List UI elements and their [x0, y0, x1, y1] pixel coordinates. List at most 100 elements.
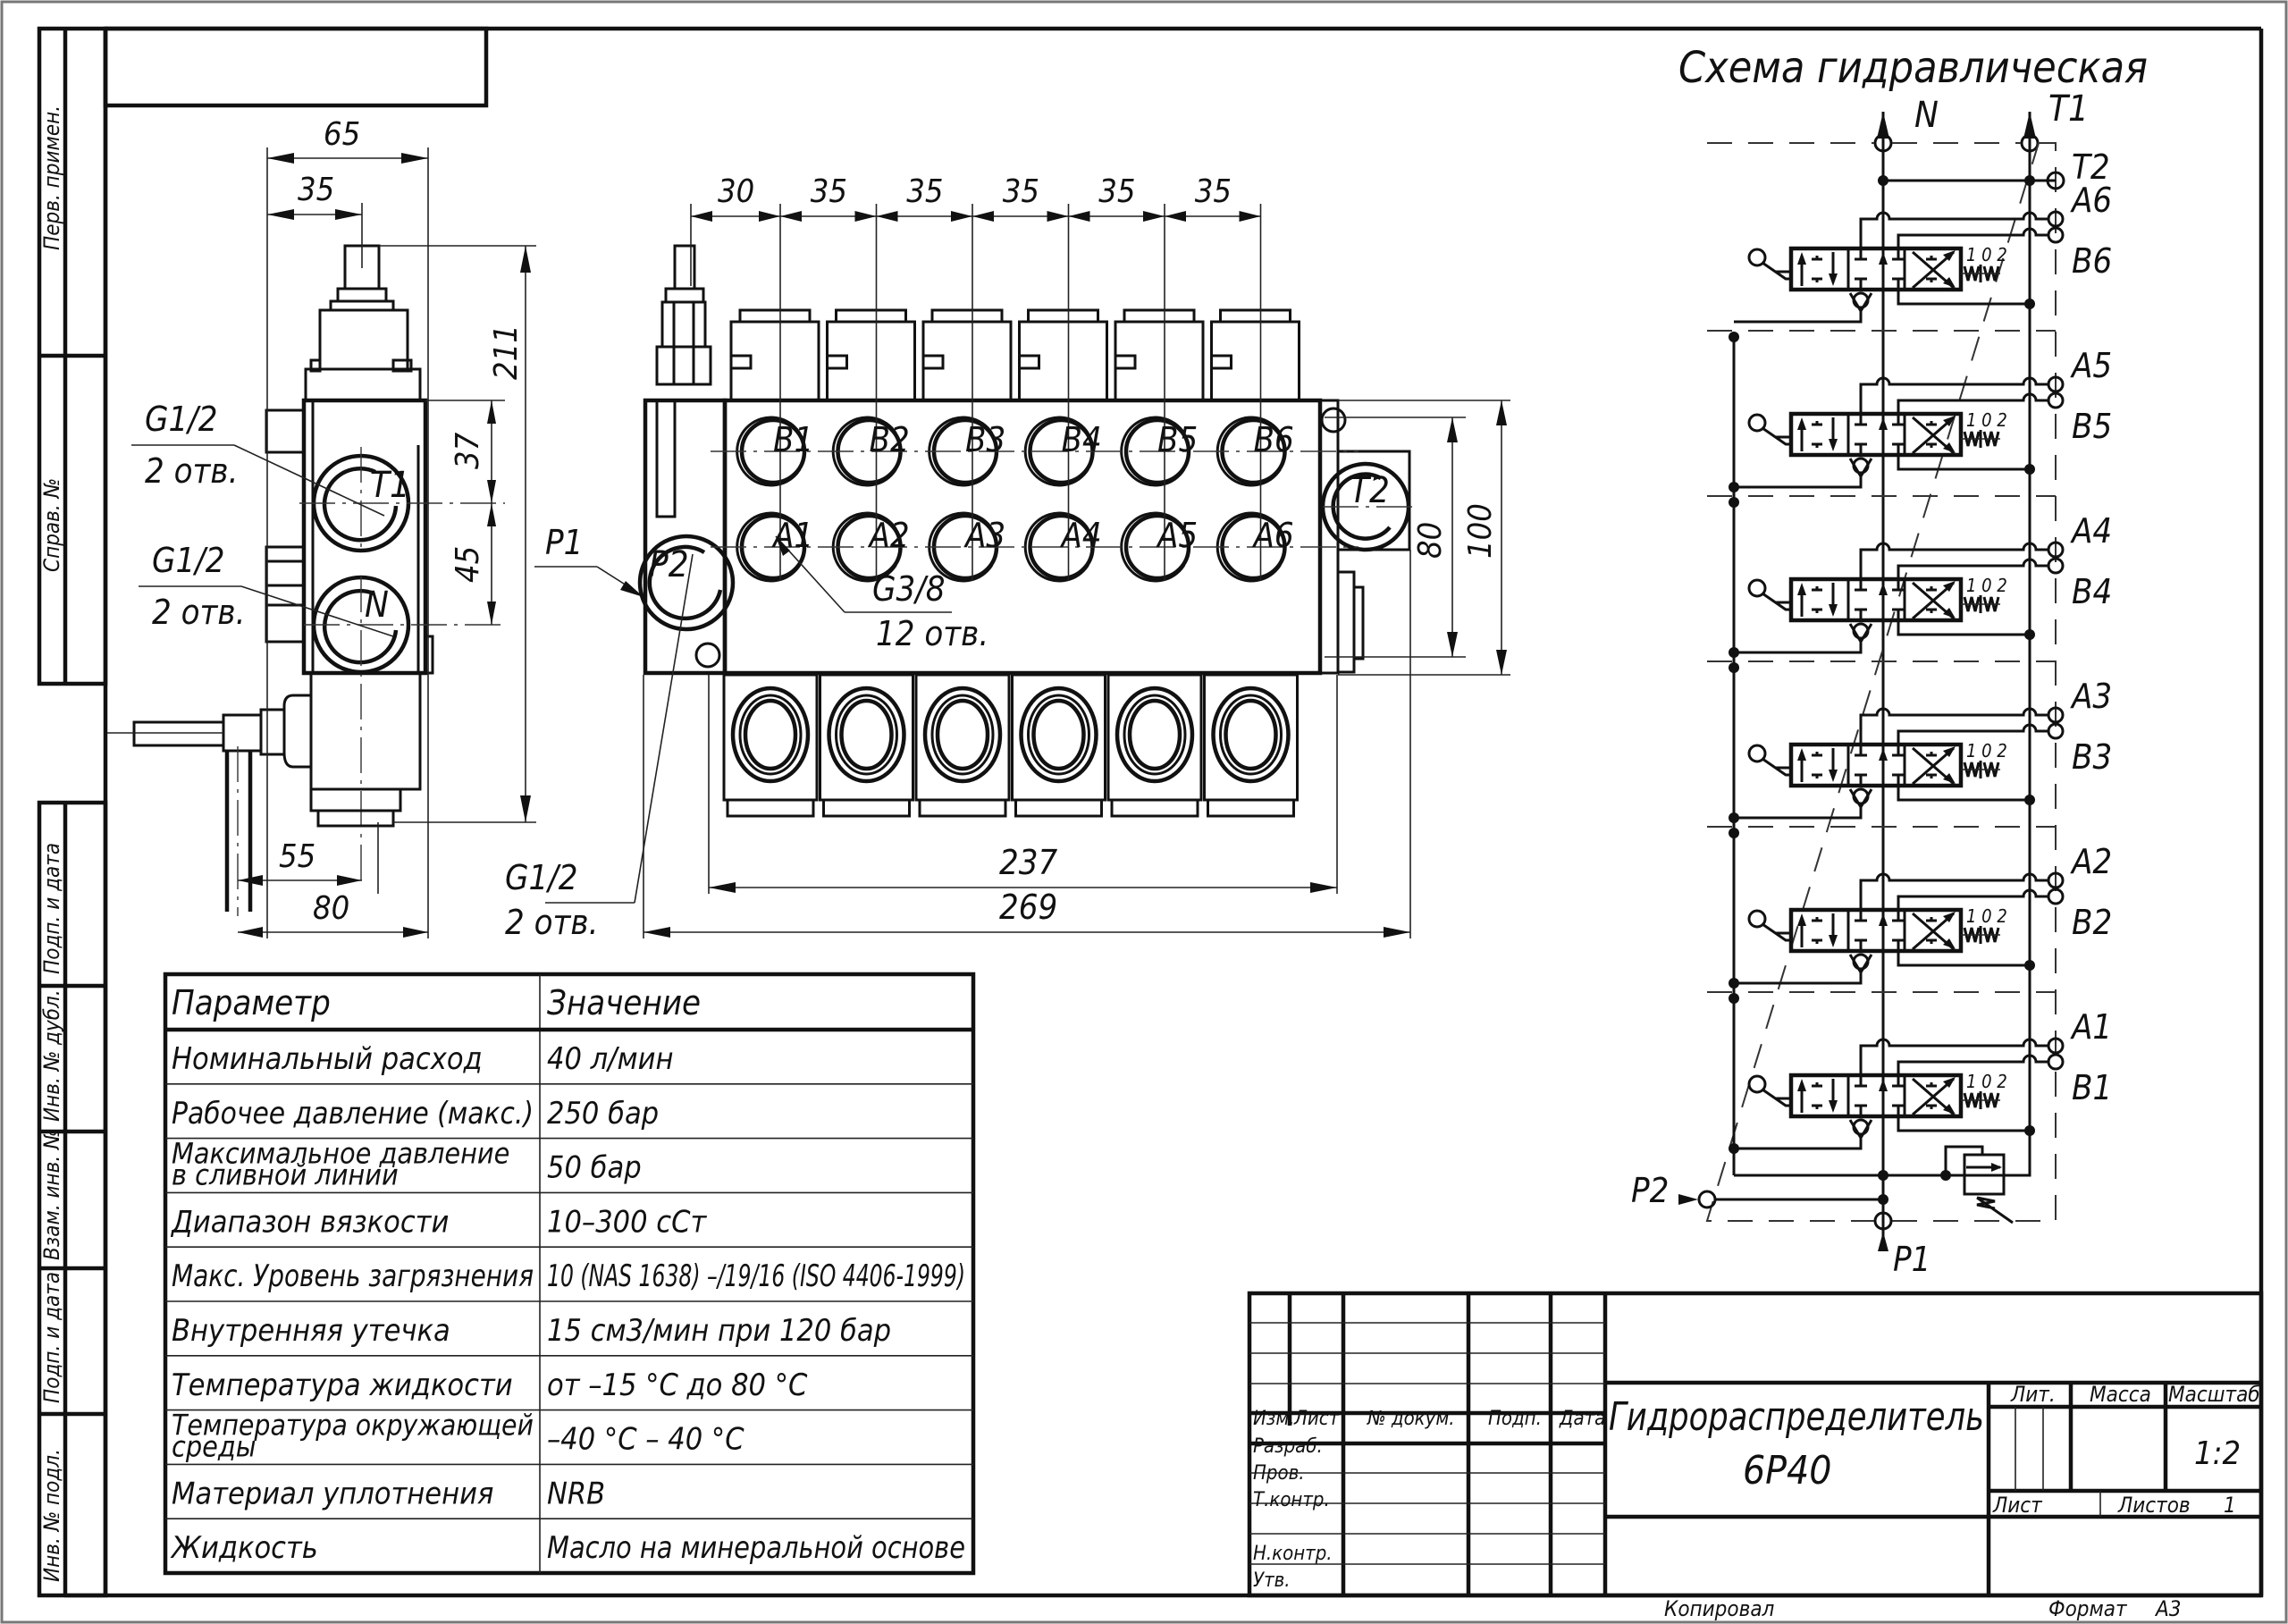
schematic-port-n: N: [1914, 95, 1939, 136]
table-header-param: Параметр: [172, 983, 331, 1022]
pitch-dim: 35: [1195, 173, 1232, 210]
port-label-b: B3: [965, 420, 1005, 459]
schematic-port-a: A1: [2070, 1007, 2112, 1047]
tb-copied-label: Копировал: [1664, 1596, 1775, 1621]
tb-col-header: Лист: [1293, 1408, 1341, 1430]
table-param: Материал уплотнения: [172, 1476, 493, 1511]
table-param: Температура жидкости: [172, 1367, 513, 1403]
schematic-port-a: A3: [2070, 677, 2112, 716]
port-label-b: B4: [1062, 420, 1102, 459]
table-param: Внутренняя утечка: [172, 1313, 450, 1349]
stamp-label: Инв. № дубл.: [39, 989, 64, 1122]
port-a-symbol: [2047, 706, 2065, 724]
tb-format-value: А3: [2154, 1596, 2182, 1621]
line-b: [1897, 1054, 2048, 1075]
dim-80: 80: [1412, 522, 1449, 559]
port-label-p2: P2: [649, 544, 689, 585]
dim-arrow: [1068, 211, 1165, 222]
spool-valve: [1788, 411, 1964, 458]
dim-269: 269: [999, 888, 1057, 927]
stamp-column: [37, 26, 108, 1598]
line-a: [1859, 872, 2048, 910]
table-value: Масло на минеральной основе: [547, 1530, 965, 1566]
relief-valve-icon: [1963, 1153, 2006, 1196]
dim-100: 100: [1462, 503, 1499, 559]
spool-cap: [1210, 320, 1300, 402]
spool-valve: [1788, 907, 1964, 954]
port-label-b: B5: [1157, 420, 1198, 459]
line-a: [1859, 542, 2048, 579]
tb-col-header: № докум.: [1367, 1408, 1455, 1430]
drawing-name-line2: 6Р40: [1743, 1448, 1831, 1494]
pitch-dim: 35: [811, 173, 847, 210]
line-a: [1859, 707, 2048, 745]
tb-col-header: Подп.: [1488, 1408, 1542, 1430]
port-b-symbol: [2047, 888, 2065, 905]
schematic-port-t1: T1: [2048, 88, 2089, 130]
table-value: 50 бар: [547, 1150, 642, 1186]
tb-lit-label: Лит.: [2010, 1382, 2056, 1407]
spool-cap: [1114, 320, 1205, 402]
dim-237: 237: [999, 843, 1057, 882]
tb-role: Утв.: [1253, 1569, 1291, 1592]
port-label-a: A5: [1156, 516, 1198, 555]
schematic-port-b: B6: [2072, 241, 2112, 281]
solenoid-coil: [1115, 686, 1195, 784]
spool-positions: 1 0 2: [1966, 740, 2007, 762]
table-param: Макс. Уровень загрязнения: [172, 1258, 534, 1294]
table-param: Номинальный расход: [172, 1041, 483, 1077]
tb-role: Пров.: [1253, 1462, 1305, 1485]
port-label-b: B1: [773, 420, 813, 459]
stamp-label: Подп. и дата: [39, 1272, 64, 1403]
spool-valve: [1788, 1073, 1964, 1119]
tb-sheet-label: Лист: [1992, 1493, 2043, 1518]
line-a: [1859, 211, 2048, 248]
spool-valve: [1788, 576, 1964, 623]
port-label-a: A3: [963, 516, 1005, 555]
title-block-text: Изм. Лист № докум. Подп. Дата Разраб. Пр…: [1253, 1382, 2260, 1621]
port-label-b: B6: [1254, 420, 1294, 459]
solenoid-coil: [1211, 686, 1291, 784]
callout-thread: G1/2: [145, 400, 218, 439]
pitch-dim: 35: [1003, 173, 1039, 210]
callout-thread: G1/2: [505, 858, 578, 897]
line-b: [1897, 227, 2048, 248]
lever-icon: [1747, 248, 1767, 267]
port-a-symbol: [2047, 541, 2065, 559]
schematic-port-p1: P1: [1893, 1240, 1930, 1279]
dim-65: 65: [324, 116, 360, 153]
line-b: [1897, 888, 2048, 910]
solenoid-coil: [827, 686, 906, 784]
port-b-symbol: [2047, 1053, 2065, 1071]
lever-icon: [1747, 744, 1767, 763]
schematic-port-b: B4: [2072, 572, 2112, 611]
port-b-symbol: [2047, 722, 2065, 740]
port-label-a: A6: [1252, 516, 1294, 555]
port-a-symbol: [2047, 375, 2065, 393]
table-value: 15 см3/мин при 120 бар: [547, 1313, 891, 1349]
table-value: 40 л/мин: [547, 1041, 673, 1077]
callout-thread: G1/2: [152, 541, 225, 580]
pitch-dim: 35: [906, 173, 943, 210]
line-b: [1897, 392, 2048, 414]
table-value: NRB: [547, 1476, 605, 1511]
tb-role: Н.контр.: [1253, 1543, 1333, 1565]
table-value: 250 бар: [547, 1096, 659, 1132]
tb-sheets-value: 1: [2224, 1493, 2236, 1518]
dim-55: 55: [279, 838, 315, 875]
tb-role: Разраб.: [1253, 1435, 1323, 1458]
callout-thread: G3/8: [872, 569, 946, 609]
port-label-a: A4: [1060, 516, 1102, 555]
dim-211: 211: [488, 324, 525, 380]
port-label-a: A2: [868, 516, 910, 555]
pitch-dim: 30: [718, 173, 754, 210]
stamp-label: Инв. № подл.: [39, 1449, 64, 1582]
dim-arrow: [972, 211, 1069, 222]
port-a-symbol: [2047, 1037, 2065, 1055]
line-a: [1859, 376, 2048, 414]
schematic-port-b: B3: [2072, 737, 2112, 777]
